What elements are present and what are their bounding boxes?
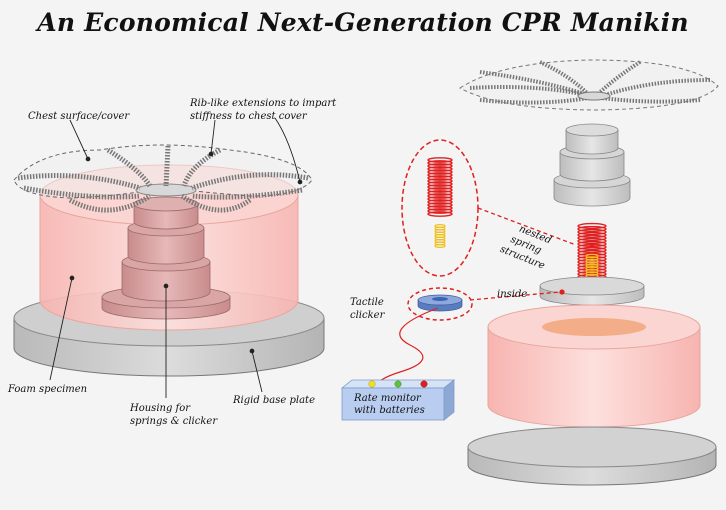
spring-coil — [577, 222, 607, 230]
clicker-wire — [371, 307, 439, 389]
spring-coil — [427, 199, 453, 205]
diagram-title: An Economical Next-Generation CPR Maniki… — [37, 8, 689, 37]
spring-coil — [585, 271, 599, 276]
spring-coil — [427, 169, 453, 175]
spring-coil — [427, 208, 453, 214]
zoom-yellow-spring — [434, 224, 446, 249]
spring-coil — [585, 263, 599, 269]
spring-coil — [434, 244, 446, 249]
spring-coil — [577, 231, 607, 239]
label-monitor-line2: with batteries — [354, 405, 425, 416]
rate-monitor — [340, 379, 456, 421]
spring-coil — [585, 258, 599, 264]
spring-coil — [577, 267, 607, 275]
label-chest-cover: Chest surface/cover — [28, 111, 130, 122]
right-spring-plate — [539, 276, 645, 306]
spring-coil — [585, 268, 599, 274]
spring-coil — [427, 184, 453, 190]
spring-coil — [577, 246, 607, 254]
right-base-plate — [467, 426, 717, 486]
spring-coil — [577, 252, 607, 260]
left-leader-lines — [49, 117, 303, 398]
label-housing-line1: Housing for — [129, 403, 191, 414]
spring-coil — [577, 249, 607, 257]
green-led — [394, 380, 402, 388]
spring-coil — [427, 160, 453, 166]
spring-coil — [577, 228, 607, 236]
spring-coil — [427, 202, 453, 208]
label-base-plate: Rigid base plate — [232, 395, 315, 406]
spring-zoom-callout — [401, 139, 479, 277]
foam-recess — [542, 318, 646, 336]
spring-coil — [427, 205, 453, 211]
label-monitor-line1: Rate monitor — [353, 393, 422, 404]
label-rib-extensions-line2: stiffness to chest cover — [190, 111, 308, 122]
red-led — [420, 380, 428, 388]
left-housing-stack — [101, 196, 231, 320]
label-tactile-line2: clicker — [350, 310, 386, 321]
label-foam-specimen: Foam specimen — [7, 384, 87, 395]
right-foam-specimen — [487, 304, 701, 428]
spring-coil — [585, 256, 599, 261]
spring-coil — [585, 261, 599, 266]
spring-coil — [427, 211, 453, 217]
spring-coil — [427, 178, 453, 184]
right-chest-cover — [459, 59, 719, 111]
red-dashed-connectors — [407, 207, 595, 321]
spring-coil — [427, 187, 453, 193]
spring-coil — [427, 163, 453, 169]
spring-coil — [427, 196, 453, 202]
spring-coil — [577, 234, 607, 242]
spring-coil — [427, 181, 453, 187]
spring-coil — [427, 175, 453, 181]
spring-coil — [427, 190, 453, 196]
spring-coil — [427, 172, 453, 178]
label-housing-line2: springs & clicker — [130, 416, 218, 427]
yellow-led — [368, 380, 376, 388]
label-inside: inside — [497, 289, 527, 300]
left-assembly — [13, 144, 325, 377]
label-tactile-line1: Tactile — [350, 297, 384, 308]
right-spring-assembly — [577, 222, 607, 284]
spring-coil — [585, 266, 599, 271]
right-housing-stack — [553, 123, 631, 207]
spring-coil — [577, 225, 607, 233]
label-nested-spring-group: nested spring structure — [498, 224, 552, 272]
label-rib-extensions-line1: Rib-like extensions to impart — [189, 98, 337, 109]
spring-coil — [427, 193, 453, 199]
spring-coil — [585, 253, 599, 259]
spring-coil — [427, 157, 453, 163]
tactile-clicker — [417, 294, 463, 312]
spring-coil — [427, 166, 453, 172]
zoom-red-spring — [427, 157, 453, 217]
right-yellow-spring — [585, 253, 599, 279]
right-red-spring — [577, 222, 607, 284]
